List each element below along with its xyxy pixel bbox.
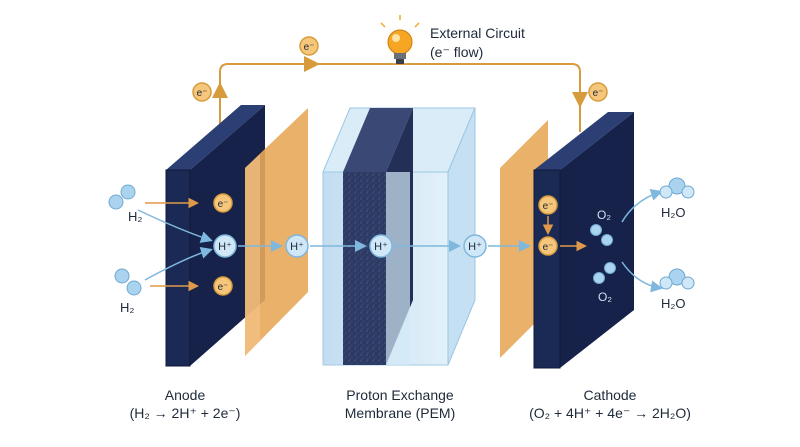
anode-electron-bottom: e⁻ [213, 276, 233, 296]
hydrogen-flow-arrows [137, 197, 213, 292]
oxygen-molecule-icon [593, 262, 616, 284]
svg-text:H⁺: H⁺ [468, 241, 482, 253]
svg-text:H⁺: H⁺ [290, 241, 304, 253]
oxygen-label-bottom: O₂ [598, 290, 612, 304]
anode-title: Anode [164, 387, 206, 403]
anode-catalyst-layer [245, 108, 308, 356]
oxygen-molecule-icon [590, 224, 613, 246]
svg-text:e⁻: e⁻ [543, 242, 554, 253]
cathode-title: Cathode [583, 387, 637, 403]
anode-label: Anode (H₂ → 2H⁺ + 2e⁻) [110, 386, 260, 422]
wire-electron-top: e⁻ [299, 36, 319, 56]
svg-text:e⁻: e⁻ [543, 201, 554, 212]
membrane-title-line1: Proton Exchange [346, 387, 454, 403]
external-circuit-label: External Circuit (e⁻ flow) [430, 24, 525, 62]
wire-electron-right: e⁻ [588, 82, 608, 102]
svg-text:e⁻: e⁻ [218, 282, 229, 293]
cathode-electron-bottom: e⁻ [538, 236, 558, 256]
proton-after-membrane: H⁺ [463, 234, 487, 258]
hydrogen-molecule-icon [108, 184, 136, 210]
water-molecule-icon [659, 177, 695, 199]
proton-in-membrane: H⁺ [369, 234, 393, 258]
water-flow-arrows [621, 189, 663, 293]
external-circuit-title: External Circuit [430, 25, 525, 41]
water-label-bottom: H₂O [661, 296, 686, 311]
cathode-reaction: (O₂ + 4H⁺ + 4e⁻ → 2H₂O) [529, 405, 691, 421]
external-circuit-subtitle: (e⁻ flow) [430, 44, 484, 60]
water-label-top: H₂O [661, 205, 686, 220]
hydrogen-label-bottom: H₂ [120, 300, 134, 315]
svg-text:H⁺: H⁺ [218, 241, 232, 253]
svg-text:e⁻: e⁻ [197, 88, 208, 99]
cathode-label: Cathode (O₂ + 4H⁺ + 4e⁻ → 2H₂O) [505, 386, 715, 422]
svg-text:e⁻: e⁻ [304, 42, 315, 53]
anode-proton: H⁺ [213, 234, 237, 258]
svg-text:H⁺: H⁺ [374, 241, 388, 253]
anode-electron-top: e⁻ [213, 193, 233, 213]
light-bulb-icon [378, 15, 422, 66]
proton-in-gap: H⁺ [285, 234, 309, 258]
svg-text:e⁻: e⁻ [593, 88, 604, 99]
oxygen-label-top: O₂ [597, 208, 611, 222]
wire-electron-left: e⁻ [192, 82, 212, 102]
svg-text:e⁻: e⁻ [218, 199, 229, 210]
anode-reaction: (H₂ → 2H⁺ + 2e⁻) [129, 405, 241, 421]
hydrogen-molecule-icon [114, 268, 142, 296]
proton-exchange-membrane [322, 107, 476, 366]
cathode-electron-top: e⁻ [538, 195, 558, 215]
membrane-label: Proton Exchange Membrane (PEM) [320, 386, 480, 422]
water-molecule-icon [659, 268, 695, 290]
hydrogen-label-top: H₂ [128, 209, 142, 224]
membrane-title-line2: Membrane (PEM) [344, 405, 456, 421]
